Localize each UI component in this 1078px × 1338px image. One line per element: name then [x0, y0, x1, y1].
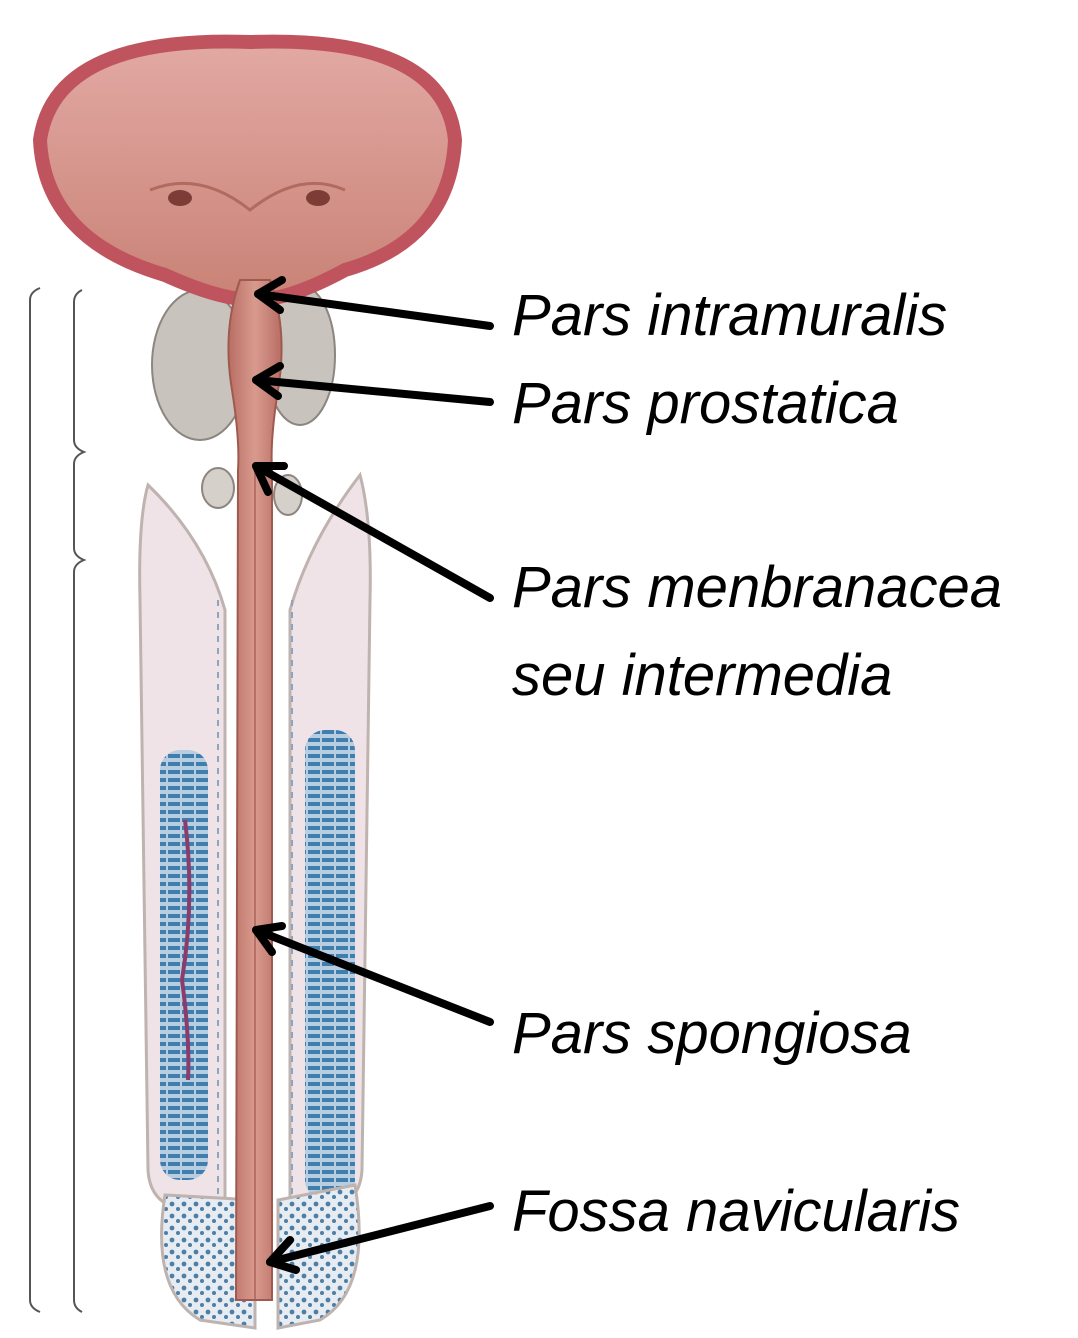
- label-fossa-navicularis: Fossa navicularis: [512, 1180, 960, 1244]
- right-ureter-orifice: [306, 190, 330, 206]
- label-pars-prostatica: Pars prostatica: [512, 372, 899, 436]
- label-seu-intermedia: seu intermedia: [512, 644, 892, 708]
- label-pars-intramuralis: Pars intramuralis: [512, 284, 947, 348]
- label-pars-spongiosa: Pars spongiosa: [512, 1002, 912, 1066]
- bulbourethral-gland: [202, 468, 234, 508]
- length-brackets: [30, 288, 84, 1312]
- bladder: [40, 42, 455, 300]
- urethra: [218, 280, 292, 1300]
- arrow-membranacea: [256, 466, 490, 598]
- label-pars-membranacea: Pars menbranacea: [512, 556, 1002, 620]
- left-ureter-orifice: [168, 190, 192, 206]
